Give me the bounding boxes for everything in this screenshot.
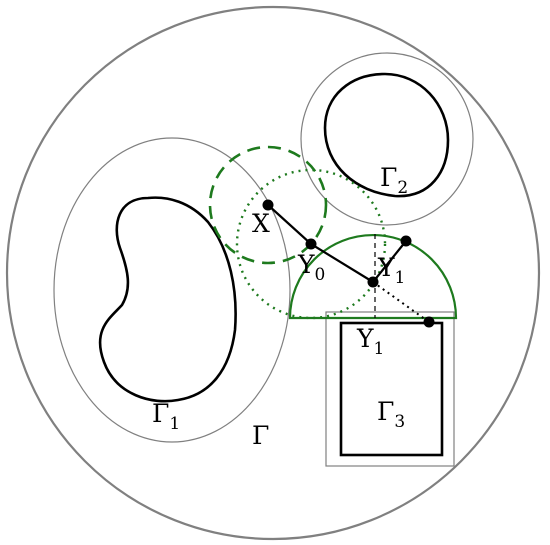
- dashed-ball-around-x: [208, 145, 328, 265]
- half-disc: [288, 233, 458, 320]
- point-y1: [367, 276, 379, 288]
- gamma1-neighborhood-ellipse: [53, 137, 291, 443]
- point-y1-lower: [423, 316, 435, 328]
- dotted-ball-around-y0: [235, 168, 387, 320]
- label-y1-lower: Y1: [356, 324, 384, 359]
- label-x: X: [252, 209, 270, 238]
- dotted-continuation: [372, 281, 430, 323]
- gamma2-neighborhood-circle: [300, 52, 474, 226]
- label-gamma3: Γ3: [377, 397, 405, 432]
- point-y0: [305, 238, 317, 250]
- gamma1-obstacle: [98, 196, 237, 403]
- label-gamma2: Γ2: [380, 163, 408, 198]
- label-y1-upper: Y1: [377, 253, 405, 288]
- label-gamma1: Γ1: [152, 399, 180, 434]
- point-on-arc: [400, 235, 412, 247]
- label-y0: Y0: [297, 250, 325, 285]
- label-gamma: Γ: [252, 421, 269, 450]
- outer-boundary-circle: [5, 5, 541, 541]
- gamma3-neighborhood-rect: [325, 311, 455, 467]
- gamma2-obstacle: [323, 72, 450, 198]
- path-x-y0-y1: [267, 204, 407, 284]
- point-x: [262, 199, 274, 211]
- gamma3-obstacle: [339, 321, 444, 457]
